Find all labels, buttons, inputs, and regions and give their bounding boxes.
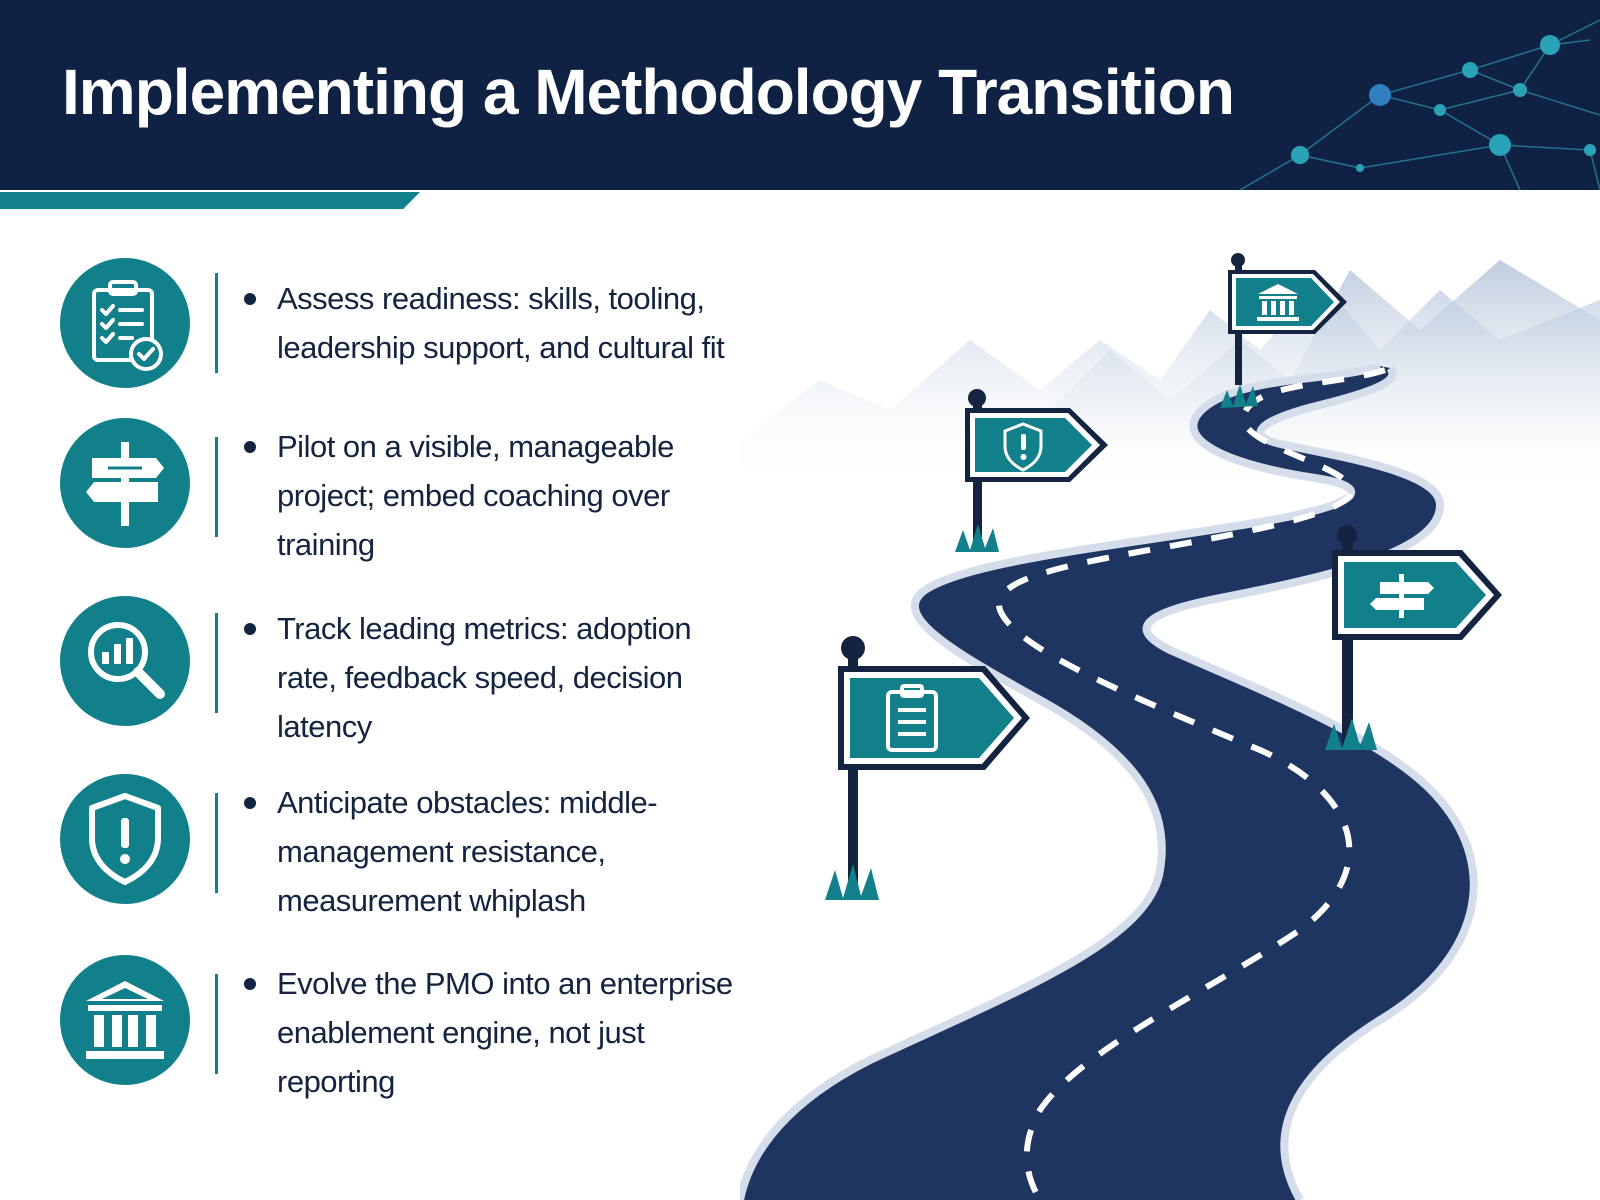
accent-stripe xyxy=(0,192,420,209)
shield-alert-icon xyxy=(60,774,190,904)
road-edge-left xyxy=(740,362,1382,1200)
signpost-icon xyxy=(1370,574,1434,618)
road-center-line xyxy=(996,367,1386,1200)
magnifier-chart-icon xyxy=(60,596,190,726)
row-divider xyxy=(215,613,218,713)
step-text: Pilot on a visible, manageable project; … xyxy=(277,429,674,562)
list-item: Anticipate obstacles: middle-management … xyxy=(0,771,760,921)
institution-icon xyxy=(1257,284,1299,321)
bullet-dot xyxy=(244,293,256,305)
signpost-icon xyxy=(60,418,190,548)
clipboard-check-icon xyxy=(60,258,190,388)
step-text: Assess readiness: skills, tooling, leade… xyxy=(277,281,725,365)
row-divider xyxy=(215,437,218,537)
road-sign-institution xyxy=(1220,253,1347,408)
list-item: Evolve the PMO into an enterprise enable… xyxy=(0,952,760,1102)
road-surface xyxy=(740,366,1474,1200)
list-item: Pilot on a visible, manageable project; … xyxy=(0,415,760,565)
road-sign-shield xyxy=(955,389,1108,552)
shield-alert-icon xyxy=(1003,422,1043,472)
institution-icon xyxy=(60,955,190,1085)
step-text: Evolve the PMO into an enterprise enable… xyxy=(277,966,733,1099)
bullet-dot xyxy=(244,623,256,635)
row-divider xyxy=(215,273,218,373)
page-title: Implementing a Methodology Transition xyxy=(62,56,1235,128)
bullet-dot xyxy=(244,797,256,809)
list-item: Track leading metrics: adoption rate, fe… xyxy=(0,593,760,744)
step-text: Track leading metrics: adoption rate, fe… xyxy=(277,611,692,744)
row-divider xyxy=(215,974,218,1074)
road-illustration xyxy=(740,253,1600,1200)
bullet-dot xyxy=(244,978,256,990)
clipboard-icon xyxy=(886,684,938,752)
network-graphic xyxy=(1239,19,1600,190)
road-sign-clipboard xyxy=(825,636,1030,900)
list-item: Assess readiness: skills, tooling, leade… xyxy=(0,255,760,405)
road-sign-signpost xyxy=(1325,525,1502,750)
bullet-dot xyxy=(244,441,256,453)
header-banner: Implementing a Methodology Transition xyxy=(0,0,1600,190)
step-text: Anticipate obstacles: middle-management … xyxy=(277,785,658,918)
row-divider xyxy=(215,793,218,893)
